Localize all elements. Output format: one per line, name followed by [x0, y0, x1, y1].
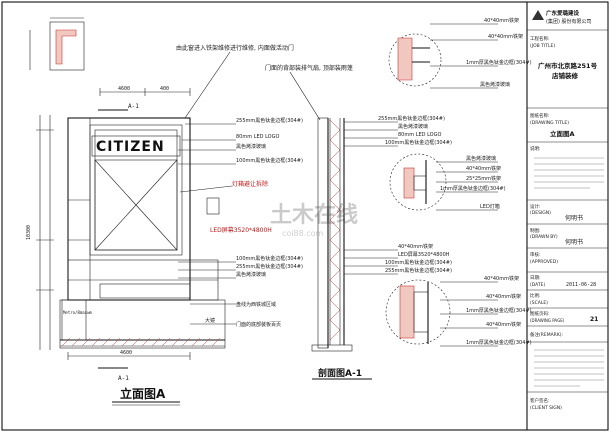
- company-1: 广东爱璐建设: [546, 9, 580, 17]
- section-callouts-top: 255mm黑色钛金边框(304#) 黑色烤漆玻璃 80mm LED LOGO 1…: [344, 115, 452, 147]
- elev-callout-2: 黑色烤漆玻璃: [236, 143, 266, 150]
- d3-4: 1mm厚黑色钛金边框(304#): [466, 339, 532, 346]
- d3-1: 40*40mm铁架: [486, 293, 521, 300]
- client-label-cn: 客户签名:: [530, 397, 550, 404]
- drawing-label-cn: 图纸名称:: [530, 112, 550, 119]
- elev-callout-3: 100mm黑色钛金边框(304#): [236, 157, 303, 164]
- watermark-en: coi88.com: [282, 229, 324, 238]
- drawn-label-en: (DRAWN BY): [530, 234, 558, 240]
- title-block: 广东爱璐建设 (集团) 股份有限公司 工程名称: (JOB TITLE) 广州市…: [527, 9, 608, 411]
- brand-sign: CITIZEN: [96, 139, 165, 155]
- d2-2: 25*25mm铁架: [466, 175, 501, 182]
- dim-left-total: 10300: [26, 225, 32, 240]
- d2-1: 40*40mm铁架: [466, 165, 501, 172]
- elev-callout-5: 255mm黑色钛金边框(304#): [236, 263, 303, 270]
- scale-label-en: (SCALE): [530, 300, 548, 306]
- watermark: 土木在线 coi88.com: [270, 202, 358, 238]
- d3-2: 1mm厚黑色钛金边框(304#): [466, 307, 532, 314]
- d2-4: LED灯箱: [480, 203, 500, 210]
- job-value-1: 广州市北京路251号: [538, 61, 598, 70]
- sec-bot-2: 100mm黑色钛金边框(304#): [385, 259, 452, 266]
- section-a1: 255mm黑色钛金边框(304#) 黑色烤漆玻璃 80mm LED LOGO 1…: [311, 115, 452, 380]
- page-label-en: (DRAWING PAGE): [530, 318, 565, 323]
- sec-top-2: 80mm LED LOGO: [398, 132, 441, 138]
- job-label-en: (JOB TITLE): [530, 43, 555, 49]
- drawn-value: 何明书: [565, 238, 583, 246]
- sec-top-0: 255mm黑色钛金边框(304#): [378, 115, 445, 122]
- job-label-cn: 工程名称:: [530, 35, 550, 42]
- note-right: 大镜: [205, 317, 215, 324]
- elev-callout-1: 80mm LED LOGO: [236, 134, 279, 140]
- date-label-en: (DATE): [530, 282, 545, 288]
- note-light: 灯箱避让拆除: [232, 180, 268, 188]
- elevation-callouts: 255mm黑色钛金边框(304#) 80mm LED LOGO 黑色烤漆玻璃 1…: [178, 117, 303, 279]
- client-label-en: (CLIENT SIGN): [530, 405, 562, 411]
- drawn-label-cn: 制图:: [530, 227, 541, 234]
- section-title: 剖面图A-1: [318, 367, 362, 379]
- watermark-cn: 土木在线: [270, 202, 358, 228]
- drawing-label-en: (DRAWING TITLE): [530, 120, 569, 126]
- date-value: 2011-06-28: [566, 282, 596, 288]
- company-logo-icon: [532, 10, 544, 20]
- elevation-a: 4600 400 A-1 10300 CITIZEN: [26, 44, 353, 406]
- design-value: 何明书: [565, 214, 583, 222]
- detail-2: 黑色烤漆玻璃 40*40mm铁架 25*25mm铁架 1mm厚黑色钛金边框(30…: [389, 153, 506, 211]
- approved-label-en: (APPROVED): [530, 259, 558, 265]
- sec-top-3: 100mm黑色钛金边框(304#): [385, 139, 452, 146]
- page-value: 21: [590, 316, 598, 323]
- job-value-2: 店铺装修: [552, 71, 579, 80]
- d3-3: 40*40mm铁架: [486, 321, 521, 328]
- elevation-title: 立面图A: [120, 386, 166, 401]
- d3-0: 40*40mm铁架: [484, 275, 519, 282]
- dim-bottom: 4600: [120, 350, 132, 356]
- note-bottom-1: 盘线为西铁城区域: [236, 301, 276, 308]
- elev-callout-0: 255mm黑色钛金边框(304#): [236, 117, 303, 124]
- dim-top-2: 400: [160, 86, 169, 92]
- approved-label-cn: 审核:: [530, 251, 541, 258]
- remark-label: 备注(REMARK):: [530, 331, 563, 338]
- section-mark-bottom: A-1: [118, 375, 129, 382]
- sec-top-1: 黑色烤漆玻璃: [398, 123, 428, 130]
- sec-bot-3: 255mm黑色钛金边框(304#): [385, 267, 452, 274]
- notes-label: 说明:: [530, 145, 541, 152]
- note-bottom-2: 门面的底部装板百页: [236, 321, 281, 328]
- design-label-cn: 设计:: [530, 203, 541, 210]
- detail-corner: [29, 17, 85, 71]
- sec-bot-1: LED屏幕3520*4800H: [398, 251, 450, 258]
- note-top-1: 由此窗进入铁架维修进行维修, 内面做活动门: [176, 44, 294, 52]
- note-screen: LED屏幕3520*4800H: [210, 226, 272, 234]
- section-mark-top: A-1: [128, 103, 139, 110]
- d1-0: 40*40mm铁架: [484, 17, 519, 24]
- drawing-value: 立面图A: [550, 129, 575, 138]
- scale-label-cn: 比例:: [530, 292, 541, 299]
- d1-1: 40*40mm铁架: [488, 33, 523, 40]
- date-label-cn: 日期:: [530, 275, 541, 281]
- design-label-en: (DESIGN): [530, 210, 551, 216]
- page-label-cn: 图纸页码:: [530, 310, 550, 317]
- note-top-2: 门面的背部装排气扇, 顶部装雨蓬: [265, 64, 353, 72]
- d2-0: 黑色烤漆玻璃: [466, 155, 496, 162]
- dim-top-1: 4600: [118, 86, 130, 92]
- elev-callout-6: 黑色烤漆玻璃: [236, 271, 266, 278]
- note-left: Metro/Bmaxwm: [63, 310, 92, 315]
- company-2: (集团) 股份有限公司: [546, 18, 592, 25]
- detail-3: 40*40mm铁架 40*40mm铁架 1mm厚黑色钛金边框(304#) 40*…: [385, 275, 532, 347]
- notes-text-lines: [534, 157, 604, 189]
- elev-callout-4: 100mm黑色钛金边框(304#): [236, 255, 303, 262]
- d1-2: 1mm厚黑色钛金边框(304#): [466, 59, 532, 66]
- section-callouts-bottom: 40*40mm铁架 LED屏幕3520*4800H 100mm黑色钛金边框(30…: [344, 243, 452, 275]
- remark-text-lines: [534, 349, 604, 387]
- sec-bot-0: 40*40mm铁架: [398, 243, 433, 250]
- d1-3: 黑色烤漆玻璃: [480, 81, 510, 88]
- d2-3: 1mm厚黑色钛金边框(304#): [440, 185, 506, 192]
- detail-1: 40*40mm铁架 40*40mm铁架 1mm厚黑色钛金边框(304#) 黑色烤…: [388, 17, 532, 89]
